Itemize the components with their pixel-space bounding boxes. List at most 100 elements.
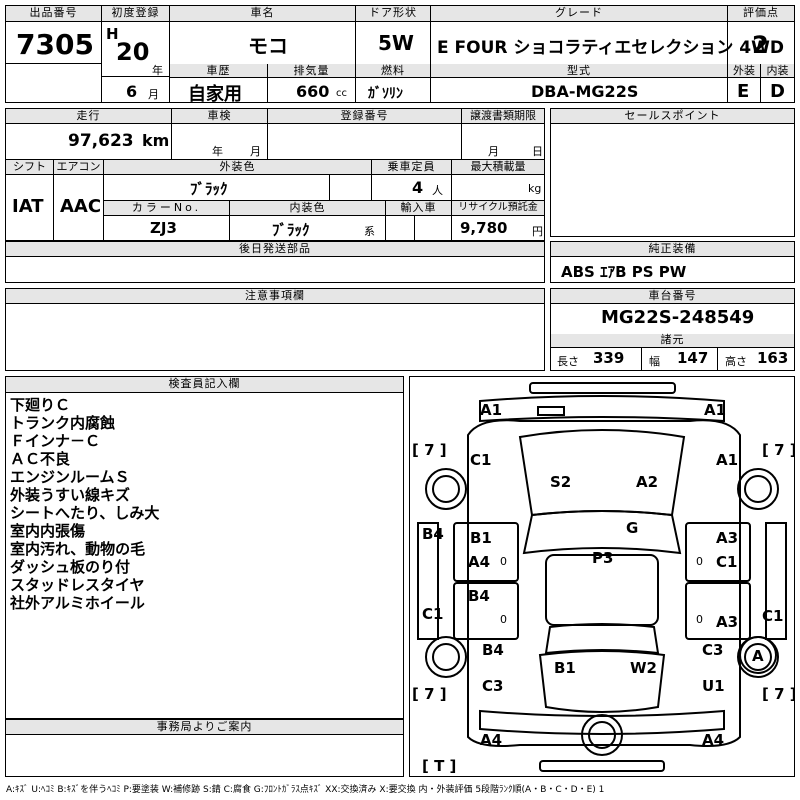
mark-hood-r: A2 xyxy=(636,473,658,491)
recycle-unit: 円 xyxy=(532,225,543,238)
mark-bumper-r: A4 xyxy=(702,731,724,749)
rear-a-circle-shape xyxy=(739,636,777,674)
model: DBA-MG22S xyxy=(531,82,639,101)
inspection-year-unit: 年 xyxy=(212,145,223,158)
caution-box: 注意事項欄 xyxy=(5,288,545,371)
vehicle-details-box: 走行 97,623 km 車検 年 月 登録番号 譲渡書類期限 月 日 シフト … xyxy=(5,108,545,241)
capacity-cell: 乗車定員 4 人 xyxy=(372,160,452,200)
exterior-label: 外装 xyxy=(728,64,760,78)
equipment-label: 純正装備 xyxy=(551,242,794,257)
inspection-label: 車検 xyxy=(172,109,267,124)
recycle-cell: リサイクル預託金 9,780 円 xyxy=(452,201,544,240)
int-color-cell: 内装色 ﾌﾞﾗｯｸ 系 xyxy=(230,201,386,240)
length-label: 長さ xyxy=(557,355,579,368)
max-load-cell: 最大積載量 kg xyxy=(452,160,544,200)
aircon: AAC xyxy=(60,196,102,217)
body-outline-shape xyxy=(467,419,741,747)
sill-left-shape xyxy=(417,522,439,640)
transfer-month-unit: 月 xyxy=(488,145,499,158)
inspector-note: エンジンルームＳ xyxy=(10,468,130,486)
car-diagram: A1 A1 [ 7 ] [ 7 ] C1 A1 S2 A2 G B4 B1 A4… xyxy=(409,376,797,777)
year-unit: 年 xyxy=(152,64,163,77)
car-name-cell: 車名 モコ xyxy=(170,6,356,64)
mileage: 97,623 xyxy=(68,131,134,151)
mark-windshield: G xyxy=(626,519,638,537)
shift-label: シフト xyxy=(6,160,53,175)
mark-door-rl: B4 xyxy=(468,587,490,605)
color-no-cell: カラーNo. ZJ3 xyxy=(104,201,230,240)
registration-year: 20 xyxy=(116,38,150,66)
lot-number-label: 出品番号 xyxy=(6,6,101,22)
fuel-label: 燃料 xyxy=(356,64,430,78)
mileage-label: 走行 xyxy=(6,109,171,124)
mileage-cell: 走行 97,623 km xyxy=(6,109,172,159)
lot-number-cell: 出品番号 7305 xyxy=(6,6,102,102)
inspector-note: トランク内腐蝕 xyxy=(10,414,116,432)
displacement-cell: 排気量 660 cc xyxy=(268,64,356,102)
ext-color-cell: 外装色 ﾌﾞﾗｯｸ xyxy=(104,160,372,200)
ext-color: ﾌﾞﾗｯｸ xyxy=(190,180,228,198)
tire-rr: [ 7 ] xyxy=(762,685,794,703)
first-registration-label: 初度登録 xyxy=(102,6,169,22)
height-label: 高さ xyxy=(725,355,747,368)
mark-door-fl: B1 xyxy=(470,529,492,547)
chassis-label: 車台番号 xyxy=(551,289,794,304)
interior-grade: D xyxy=(770,81,785,102)
aircon-cell: エアコン AAC xyxy=(54,160,104,240)
max-load-label: 最大積載量 xyxy=(452,160,544,175)
door-rear-right-shape xyxy=(685,582,751,640)
model-cell: 型式 DBA-MG22S xyxy=(431,64,728,102)
recycle-label: リサイクル預託金 xyxy=(452,201,544,216)
month-unit: 月 xyxy=(148,88,159,101)
inspector-note: シートへたり、しみ大 xyxy=(10,504,160,522)
exterior-cell: 外装 E xyxy=(728,64,761,102)
mark-fender-fl: C1 xyxy=(470,451,491,469)
score-cell: 評価点 2 xyxy=(728,6,794,64)
width: 147 xyxy=(677,349,709,367)
door-rear-left-shape xyxy=(453,582,519,640)
fuel: ｶﾞｿﾘﾝ xyxy=(368,86,403,102)
mark-hood-l: S2 xyxy=(550,473,571,491)
rear-hatch-shape xyxy=(538,650,666,713)
office-box: 事務局よりご案内 xyxy=(5,719,404,777)
max-load-unit: kg xyxy=(528,182,542,195)
chassis-number: MG22S-248549 xyxy=(601,307,755,328)
inspector-note: 外装うすい線キズ xyxy=(10,486,131,504)
color-no: ZJ3 xyxy=(150,219,177,237)
mark-door-fl2: A4 xyxy=(468,553,490,571)
plate-label: 登録番号 xyxy=(268,109,461,124)
length: 339 xyxy=(593,349,625,367)
rear-window-shape xyxy=(544,623,660,655)
chassis-box: 車台番号 MG22S-248549 諸元 長さ 339 幅 147 高さ 163 xyxy=(550,288,795,371)
equipment-box: 純正装備 ABS ｴｱB PS PW xyxy=(550,241,795,283)
inspector-label: 検査員記入欄 xyxy=(6,377,403,393)
displacement-unit: cc xyxy=(336,88,347,99)
front-lamp-left-shape xyxy=(537,406,565,416)
sales-point-label: セールスポイント xyxy=(551,109,794,124)
mark-lamp-r: U1 xyxy=(702,677,725,695)
mark-bumper-l: A4 xyxy=(480,731,502,749)
plate-cell: 登録番号 xyxy=(268,109,462,159)
ext-color-label: 外装色 xyxy=(104,160,371,175)
rear-bumper-shape xyxy=(479,709,725,735)
tire-rl: [ 7 ] xyxy=(412,685,447,703)
int-color-unit: 系 xyxy=(364,225,375,238)
mark-front-left: A1 xyxy=(480,401,502,419)
tire-fl: [ 7 ] xyxy=(412,441,447,459)
mark-door-rr: A3 xyxy=(716,613,738,631)
mark-lamp-l: C3 xyxy=(482,677,503,695)
int-color-label: 内装色 xyxy=(230,201,385,216)
car-name: モコ xyxy=(248,34,288,58)
height: 163 xyxy=(757,349,789,367)
hood-shape xyxy=(518,429,686,517)
mileage-unit: km xyxy=(142,131,170,150)
inspection-cell: 車検 年 月 xyxy=(172,109,268,159)
shift-cell: シフト IAT xyxy=(6,160,54,240)
history: 自家用 xyxy=(188,84,242,105)
door-cell: ドア形状 5W xyxy=(356,6,431,64)
mark-rear-r: W2 xyxy=(630,659,657,677)
mark-qtr-l: B4 xyxy=(482,641,504,659)
registration-month: 6 xyxy=(126,82,138,101)
inspector-note: 室内内張傷 xyxy=(10,522,86,540)
